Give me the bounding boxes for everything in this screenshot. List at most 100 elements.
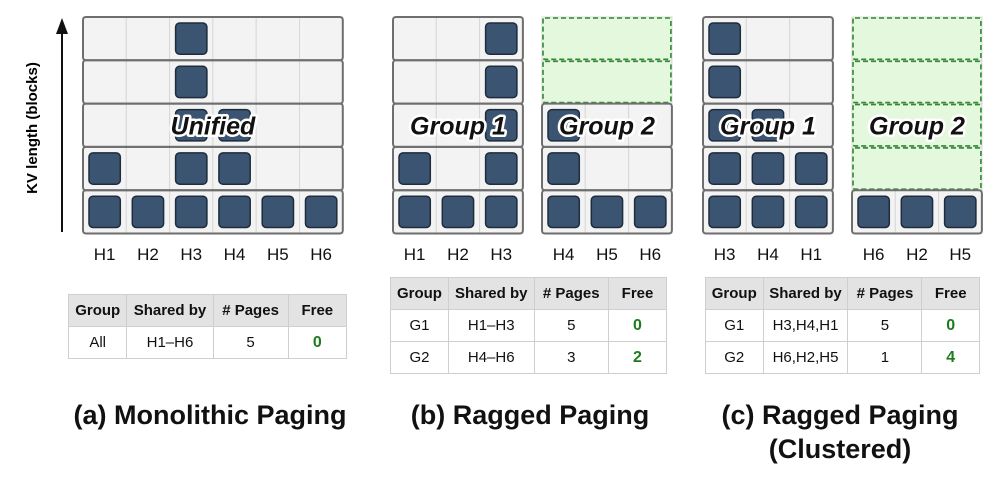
grid-ragged-clustered: Group 1 Group 2 — [702, 16, 983, 235]
caption-ragged-clustered: (c) Ragged Paging (Clustered) — [690, 398, 990, 466]
kv-block — [708, 195, 742, 229]
head-label: H2 — [447, 245, 469, 264]
page-row-border — [392, 16, 524, 62]
grid-cell — [584, 146, 630, 191]
kv-block — [751, 152, 785, 185]
y-axis: KV length (blocks) — [24, 18, 68, 232]
kv-block — [174, 195, 208, 229]
grid-cell — [82, 59, 127, 105]
group-label: Unified — [171, 112, 256, 140]
kv-block — [218, 152, 251, 185]
caption-line-1: (a) Monolithic Paging — [73, 400, 347, 430]
free-page-row — [852, 147, 982, 190]
kv-block — [547, 195, 581, 229]
head-label: H3 — [713, 245, 736, 264]
grid-cell — [255, 146, 300, 191]
kv-block — [484, 195, 518, 229]
kv-block — [174, 65, 208, 99]
kv-block — [174, 22, 208, 56]
kv-block — [174, 108, 208, 142]
grid-cell — [82, 103, 127, 148]
table-cell: 1 — [847, 341, 923, 374]
kv-block — [708, 108, 742, 142]
table-header-cell: Free — [287, 294, 348, 327]
grid-cell — [212, 59, 257, 105]
kv-block — [484, 22, 518, 56]
grid-cell — [212, 16, 257, 61]
head-label: H1 — [800, 245, 823, 264]
table-header-cell: Free — [608, 277, 667, 310]
table-cell: 5 — [212, 326, 289, 359]
grid-cell — [125, 16, 171, 61]
table-cell: H3,H4,H1 — [762, 309, 849, 342]
head-label: H4 — [552, 245, 575, 264]
table-header-cell: # Pages — [212, 294, 289, 327]
grid-cell — [435, 146, 481, 191]
kv-block — [304, 195, 338, 229]
table-cell: H1–H3 — [447, 309, 535, 342]
group-label: Group 1 — [720, 112, 816, 140]
grid-cell — [255, 59, 300, 105]
y-axis-label: KV length (blocks) — [24, 62, 41, 194]
kv-block — [857, 195, 891, 229]
table-cell: 5 — [533, 309, 610, 342]
free-count-cell: 0 — [921, 309, 980, 342]
table-header-cell: Shared by — [447, 277, 535, 310]
kv-block — [398, 195, 432, 229]
kv-block — [708, 152, 742, 185]
table-header-cell: Group — [390, 277, 449, 310]
grid-cell — [255, 16, 300, 61]
head-label: H1 — [93, 245, 116, 264]
head-label: H6 — [862, 245, 885, 264]
kv-block — [590, 195, 624, 229]
group-label: Group 2 — [869, 112, 965, 140]
y-axis-arrowhead — [56, 18, 68, 34]
head-label: H6 — [639, 245, 662, 264]
table-cell: G1 — [390, 309, 449, 342]
grid-cell — [299, 59, 344, 105]
kv-block — [708, 65, 742, 99]
page-row-border — [541, 102, 673, 148]
free-count-cell: 0 — [608, 309, 667, 342]
kv-block — [751, 195, 785, 229]
table-header-cell: Group — [67, 294, 128, 327]
free-page-row — [852, 60, 982, 104]
kv-block — [794, 152, 828, 185]
head-label: H5 — [949, 245, 972, 264]
grid-cell — [745, 16, 791, 61]
kv-block — [484, 152, 518, 185]
group-label: Group 1 — [410, 112, 506, 140]
grid-cell — [745, 59, 791, 105]
kv-block — [174, 152, 208, 185]
grid-cell — [628, 146, 673, 191]
grid-cell — [255, 103, 300, 148]
kv-block — [751, 108, 785, 142]
head-label: H5 — [266, 245, 289, 264]
grid-cell — [299, 146, 344, 191]
table-header-cell: Free — [921, 277, 980, 310]
grid-cell — [82, 16, 127, 61]
caption-line-1: (c) Ragged Paging — [721, 400, 959, 430]
free-page-row — [542, 17, 672, 61]
page-row-border — [702, 16, 834, 62]
kv-block — [398, 152, 432, 185]
table-header-cell: Shared by — [762, 277, 849, 310]
kv-block — [218, 195, 251, 229]
table-cell: H4–H6 — [447, 341, 535, 374]
kv-block — [547, 152, 581, 185]
kv-block — [900, 195, 934, 229]
page-row-border — [851, 189, 983, 235]
table-header-cell: Group — [705, 277, 764, 310]
free-count-cell: 0 — [287, 326, 348, 359]
kv-block — [794, 195, 828, 229]
head-label: H6 — [310, 245, 332, 264]
table-cell: G1 — [705, 309, 764, 342]
caption-monolithic: (a) Monolithic Paging — [50, 398, 370, 432]
kv-block — [261, 195, 295, 229]
